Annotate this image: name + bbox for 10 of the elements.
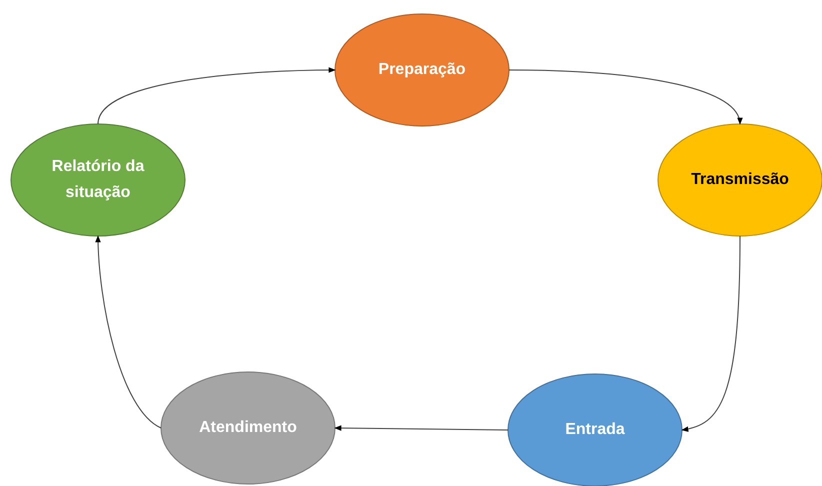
arrow: [508, 70, 742, 125]
arrow: [681, 236, 740, 432]
step-label: Atendimento: [199, 418, 297, 438]
step-label: Entrada: [565, 420, 625, 440]
step-label: Relatório da situação: [50, 157, 146, 203]
arrow: [98, 67, 336, 124]
step-label: Preparação: [378, 60, 466, 80]
arrow: [334, 425, 508, 431]
step-label: Transmissão: [691, 170, 789, 190]
arrow: [95, 235, 162, 428]
